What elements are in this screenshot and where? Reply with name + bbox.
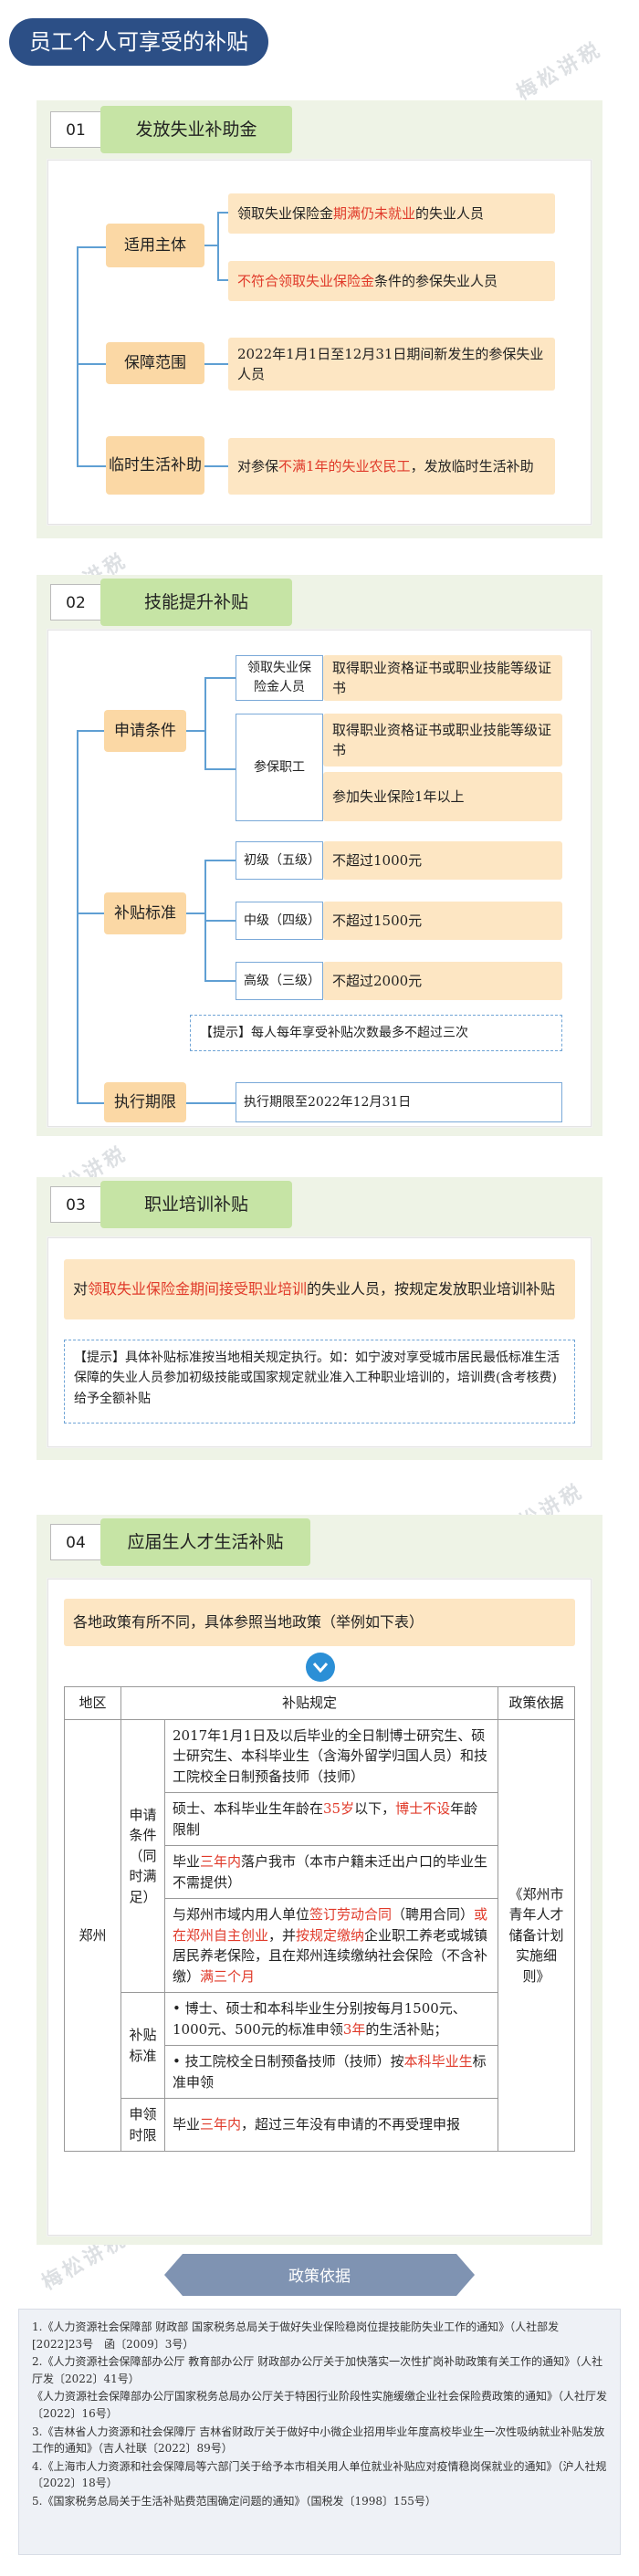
level-primary-text: 不超过1000元 — [323, 841, 562, 880]
claim-period-text: 毕业三年内，超过三年没有申请的不再受理申报 — [164, 2098, 498, 2152]
execution-period-text: 执行期限至2022年12月31日 — [236, 1082, 562, 1122]
std-2: • 技工院校全日制预备技师（技师）按本科毕业生标准申领 — [164, 2045, 498, 2099]
header: 员工个人可享受的补贴 — [0, 0, 639, 82]
branch-applicable-subject: 适用主体 — [106, 224, 204, 267]
section-2-number: 02 — [50, 584, 101, 621]
table-row: 与郑州市域内用人单位签订劳动合同（聘用合同）或在郑州自主创业，并按规定缴纳企业职… — [65, 1898, 575, 1993]
table-row: • 技工院校全日制预备技师（技师）按本科毕业生标准申领 — [65, 2045, 575, 2099]
section-1-title: 发放失业补助金 — [100, 106, 292, 153]
list-item: 5.《国家税务总局关于生活补贴费范围确定问题的通知》（国税发〔1998〕155号… — [32, 2494, 436, 2508]
table-row: 申领时限 毕业三年内，超过三年没有申请的不再受理申报 — [65, 2098, 575, 2152]
policy-title: 政策依据 — [288, 2268, 351, 2286]
table-header-row: 地区 补贴规定 政策依据 — [64, 1686, 575, 1720]
section-1-number: 01 — [50, 111, 101, 148]
level-advanced-text: 不超过2000元 — [323, 962, 562, 1000]
s4-intro: 各地政策有所不同，具体参照当地政策（举例如下表） — [64, 1599, 575, 1646]
branch-subsidy-standard: 补贴标准 — [104, 892, 186, 934]
cat-subsidy-standard: 补贴标准 — [120, 1992, 165, 2099]
policy-banner — [164, 2254, 475, 2296]
cat-apply-conditions: 申请条件（同时满足） — [120, 1718, 165, 1993]
arrow-down-icon — [306, 1653, 335, 1682]
level-intermediate-text: 不超过1500元 — [323, 902, 562, 940]
basis-cell: 《郑州市青年人才储备计划实施细则》 — [498, 1718, 575, 2152]
cond-4: 与郑州市域内用人单位签订劳动合同（聘用合同）或在郑州自主创业，并按规定缴纳企业职… — [164, 1898, 498, 1993]
level-primary: 初级（五级） — [236, 841, 323, 880]
b1-item-1: 领取失业保险金期满仍未就业的失业人员 — [228, 193, 555, 234]
branch-coverage: 保障范围 — [106, 342, 204, 384]
cat-claim-period: 申领时限 — [120, 2098, 165, 2152]
s2-tip: 【提示】每人每年享受补贴次数最多不超过三次 — [190, 1015, 562, 1051]
sub-unemployed-text: 取得职业资格证书或职业技能等级证书 — [323, 655, 562, 701]
list-item: 3.《吉林省人力资源和社会保障厅 吉林省财政厅关于做好中小微企业招用毕业年度高校… — [32, 2425, 605, 2456]
section-3-number: 03 — [50, 1186, 101, 1223]
section-4-number: 04 — [50, 1524, 101, 1560]
cond-2: 硕士、本科毕业生年龄在35岁以下，博士不设年龄限制 — [164, 1792, 498, 1846]
th-basis: 政策依据 — [498, 1686, 575, 1720]
list-item: 《人力资源社会保障部办公厅国家税务总局办公厅关于特困行业阶段性实施缓缴企业社会保… — [32, 2390, 608, 2420]
zhengzhou-table: 地区 补贴规定 政策依据 郑州 申请条件（同时满足） 2017年1月1日及以后毕… — [64, 1686, 575, 2152]
b2-text: 2022年1月1日至12月31日期间新发生的参保失业人员 — [228, 338, 555, 391]
list-item: 2.《人力资源社会保障部办公厅 教育部办公厅 财政部办公厅关于加快落实一次性扩岗… — [32, 2355, 603, 2385]
b3-text: 对参保不满1年的失业农民工，发放临时生活补助 — [228, 438, 555, 495]
branch-execution-period: 执行期限 — [104, 1082, 186, 1122]
cond-3: 毕业三年内落户我市（本市户籍未迁出户口的毕业生不需提供） — [164, 1845, 498, 1899]
list-item: 1.《人力资源社会保障部 财政部 国家税务总局关于做好失业保险稳岗位提技能防失业… — [32, 2320, 560, 2351]
th-rule: 补贴规定 — [120, 1686, 498, 1720]
b1-item-2: 不符合领取失业保险金条件的参保失业人员 — [228, 261, 555, 301]
th-region: 地区 — [64, 1686, 121, 1720]
sub-insured-text-2: 参加失业保险1年以上 — [323, 772, 562, 821]
cond-1: 2017年1月1日及以后毕业的全日制博士研究生、硕士研究生、本科毕业生（含海外留… — [164, 1718, 498, 1793]
policy-list: 1.《人力资源社会保障部 财政部 国家税务总局关于做好失业保险稳岗位提技能防失业… — [18, 2309, 621, 2555]
page-title: 员工个人可享受的补贴 — [9, 18, 268, 66]
sub-insured: 参保职工 — [236, 714, 323, 821]
level-advanced: 高级（三级） — [236, 962, 323, 1000]
s3-text: 对领取失业保险金期间接受职业培训的失业人员，按规定发放职业培训补贴 — [64, 1259, 575, 1319]
sub-insured-text-1: 取得职业资格证书或职业技能等级证书 — [323, 714, 562, 767]
region-cell: 郑州 — [64, 1718, 121, 2152]
list-item: 4.《上海市人力资源和社会保障局等六部门关于给予本市相关用人单位就业补贴应对疫情… — [32, 2459, 607, 2490]
section-3-title: 职业培训补贴 — [100, 1181, 292, 1228]
branch-temporary-subsidy: 临时生活补助 — [106, 436, 204, 495]
std-1: • 博士、硕士和本科毕业生分别按每月1500元、1000元、500元的标准申领3… — [164, 1992, 498, 2046]
level-intermediate: 中级（四级） — [236, 902, 323, 940]
section-4-title: 应届生人才生活补贴 — [100, 1518, 310, 1566]
table-row: 硕士、本科毕业生年龄在35岁以下，博士不设年龄限制 — [65, 1792, 575, 1846]
table-row: 郑州 申请条件（同时满足） 2017年1月1日及以后毕业的全日制博士研究生、硕士… — [64, 1718, 575, 2152]
section-2-title: 技能提升补贴 — [100, 579, 292, 626]
table-row: 毕业三年内落户我市（本市户籍未迁出户口的毕业生不需提供） — [65, 1845, 575, 1899]
sub-unemployed: 领取失业保险金人员 — [236, 655, 323, 701]
s3-tip: 【提示】具体补贴标准按当地相关规定执行。如：如宁波对享受城市居民最低标准生活保障… — [64, 1340, 575, 1424]
branch-apply-conditions: 申请条件 — [104, 710, 186, 752]
